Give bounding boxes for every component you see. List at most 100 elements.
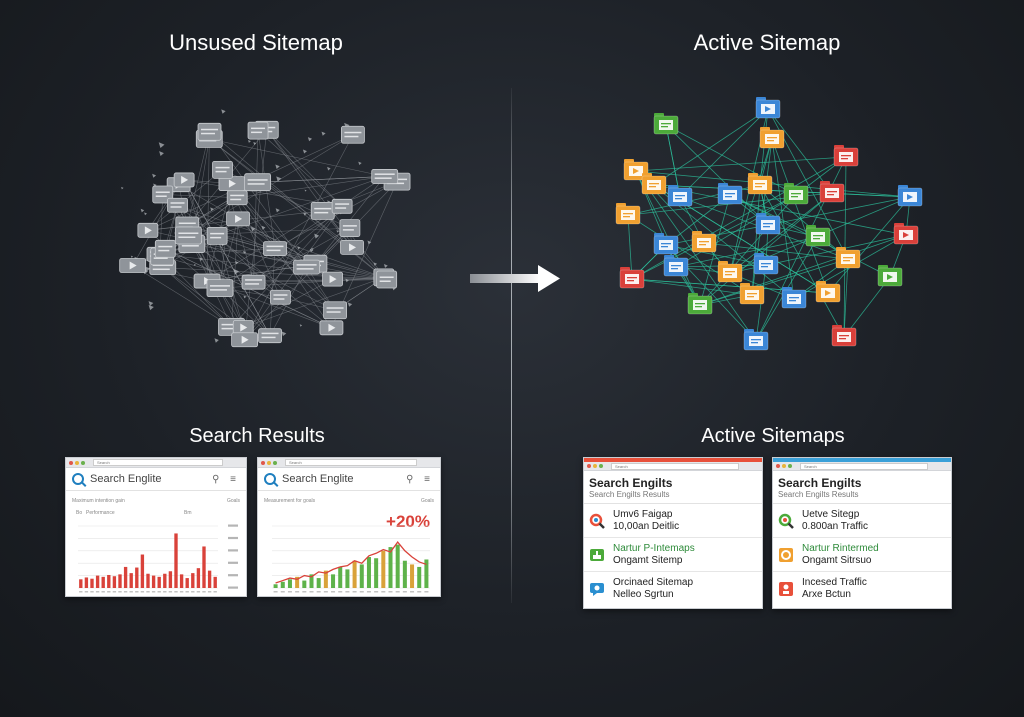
active-page-node: [739, 283, 765, 305]
item-line-2: 10,00an Deitlic: [613, 520, 680, 532]
gray-page-node: [322, 271, 343, 287]
gray-page-node: [154, 239, 176, 258]
active-page-node: [663, 255, 689, 277]
url-bar[interactable]: Search: [93, 459, 223, 466]
right-heading: Active Sitemap: [693, 30, 841, 55]
x-tick-label: [123, 591, 128, 593]
debris-shard: [347, 302, 353, 307]
debris-shard: [193, 263, 196, 266]
debris-shard: [243, 295, 247, 299]
chart-caption: Measurement for goals: [264, 498, 316, 504]
x-tick-label: [273, 591, 278, 593]
active-page-node: [815, 281, 841, 303]
x-tick-label: [151, 591, 156, 593]
x-tick-label: [202, 591, 206, 593]
item-line-2: Nelleo Sgrtun: [613, 588, 674, 600]
gray-page-node: [371, 169, 399, 184]
gray-page-node: [167, 197, 188, 213]
x-tick-label: [168, 591, 173, 593]
trend-line: [275, 541, 427, 584]
chart-bar: [338, 566, 343, 588]
growth-bar-chart: [272, 525, 430, 593]
x-tick-label: [309, 591, 314, 593]
search-results-window-1: Search Search Englite ⚲ ≡ Maximum intent…: [65, 457, 247, 597]
chart-bar: [168, 571, 173, 588]
item-line-1: Uetve Sitegp: [802, 508, 860, 520]
toolbar-icons[interactable]: ⚲ ≡: [212, 473, 240, 485]
x-tick-label: [410, 591, 415, 593]
active-page-node: [667, 185, 693, 207]
x-tick-label: [191, 591, 195, 593]
chart-bar: [417, 566, 422, 588]
chart-bar: [352, 560, 357, 588]
y-tick-label: [228, 574, 238, 577]
x-tick-label: [402, 591, 407, 593]
active-page-node: [893, 223, 919, 245]
active-page-node: [743, 329, 769, 351]
panel-divider: [511, 88, 512, 603]
gray-page-node: [270, 289, 291, 305]
x-tick-label: [374, 591, 379, 593]
toolbar-icons[interactable]: ⚲ ≡: [406, 473, 434, 485]
x-tick-label: [352, 591, 357, 593]
debris-shard: [383, 264, 388, 268]
chart-bar: [374, 558, 379, 588]
chat-icon: [590, 582, 604, 596]
debris-shard: [261, 225, 266, 230]
search-icon: [264, 473, 276, 485]
chart-bar: [191, 573, 195, 588]
url-bar[interactable]: Search: [285, 459, 417, 466]
debris-shard: [152, 173, 157, 178]
active-page-node: [717, 183, 743, 205]
x-tick-label: [302, 591, 307, 593]
search-icon: [778, 513, 794, 529]
window-title: Search Engilts: [589, 476, 673, 490]
x-tick-label: [79, 591, 83, 593]
active-page-node: [747, 173, 773, 195]
chart-bar: [157, 576, 161, 588]
debris-shard: [130, 255, 134, 258]
chart-bar: [309, 574, 314, 588]
search-input[interactable]: Search Englite: [90, 473, 162, 485]
x-tick-label: [338, 591, 343, 593]
x-tick-label: [280, 591, 285, 593]
debris-shard: [221, 109, 226, 114]
url-bar[interactable]: Search: [800, 462, 928, 470]
x-tick-label: [118, 591, 122, 593]
debris-shard: [302, 149, 307, 154]
active-page-node: [755, 97, 781, 119]
x-tick-label: [135, 591, 139, 593]
chart-bar: [302, 580, 307, 588]
debris-shard: [235, 261, 239, 265]
x-tick-label: [163, 591, 167, 593]
search-input[interactable]: Search Englite: [282, 473, 354, 485]
debris-shard: [309, 248, 314, 253]
gray-page-node: [226, 211, 250, 227]
debris-shard: [297, 246, 301, 250]
x-tick-label: [323, 591, 328, 593]
url-bar[interactable]: Search: [611, 462, 739, 470]
active-page-node: [805, 225, 831, 247]
gray-page-node: [231, 332, 259, 348]
chart-bar: [331, 574, 336, 588]
debris-shard: [210, 207, 214, 211]
debris-shard: [327, 166, 331, 171]
item-line-1: Nartur P-Intemaps: [613, 542, 695, 554]
gray-page-node: [247, 121, 269, 140]
chart-bar: [395, 544, 400, 588]
window-subtitle: Search Engilts Results: [584, 490, 762, 504]
chart-bar: [295, 576, 300, 588]
debris-shard: [367, 240, 372, 245]
item-line-2: 0.800an Traffic: [802, 520, 868, 532]
chart-bar: [207, 570, 212, 588]
debris-shard: [321, 131, 326, 136]
chart-bar: [129, 573, 133, 588]
chart-bar: [174, 533, 178, 588]
gray-page-node: [206, 226, 228, 245]
